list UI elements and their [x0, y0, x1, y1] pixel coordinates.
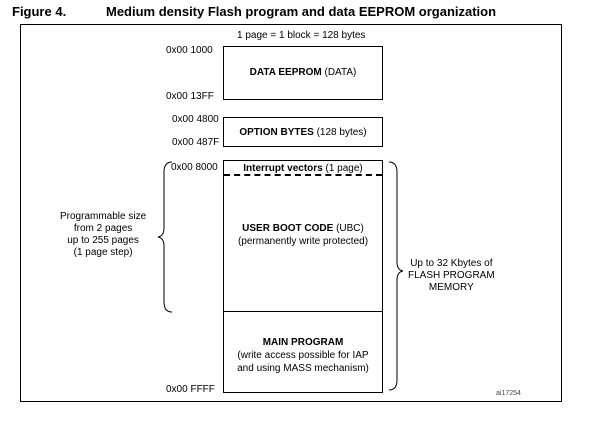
programmable-size-line1: Programmable size — [60, 211, 147, 222]
flash-memory-line1: Up to 32 Kbytes of — [410, 258, 493, 269]
programmable-size-line4: (1 page step) — [73, 247, 133, 258]
programmable-size-note: Programmable size from 2 pages up to 255… — [60, 211, 146, 259]
ubc-text: USER BOOT CODE (UBC) (permanently write … — [224, 176, 382, 248]
ubc-title: USER BOOT CODE — [242, 223, 334, 234]
flash-memory-line2: FLASH PROGRAM — [408, 270, 495, 281]
interrupt-vectors-title: Interrupt vectors — [243, 163, 323, 174]
programmable-size-line2: from 2 pages — [73, 223, 133, 234]
right-brace — [388, 161, 404, 391]
left-brace — [157, 161, 173, 313]
page-size-caption: 1 page = 1 block = 128 bytes — [237, 30, 366, 41]
main-program-title: MAIN PROGRAM — [262, 337, 344, 348]
data-eeprom-block: DATA EEPROM (DATA) — [223, 46, 383, 100]
flash-memory-line3: MEMORY — [428, 282, 474, 293]
option-bytes-title: OPTION BYTES — [239, 127, 314, 138]
data-eeprom-title: DATA EEPROM — [249, 67, 322, 78]
interrupt-vectors-subtitle: (1 page) — [325, 163, 363, 174]
diagram-frame — [20, 24, 562, 402]
option-bytes-end-address: 0x00 487F — [172, 137, 220, 148]
figure-number: Figure 4. — [12, 4, 67, 19]
figure-caption-title: Medium density Flash program and data EE… — [106, 4, 497, 19]
programmable-size-line3: up to 255 pages — [67, 235, 139, 246]
ubc-description: (permanently write protected) — [237, 236, 369, 247]
figure-id: ai17254 — [496, 390, 521, 397]
main-program-description-line2: and using MASS mechanism) — [237, 363, 369, 374]
flash-start-address: 0x00 8000 — [171, 162, 218, 173]
data-eeprom-subtitle: (DATA) — [324, 67, 357, 78]
figure-title: Figure 4. Medium density Flash program an… — [12, 4, 496, 19]
option-bytes-start-address: 0x00 4800 — [172, 114, 219, 125]
flash-memory-note: Up to 32 Kbytes of FLASH PROGRAM MEMORY — [408, 258, 495, 294]
ubc-suffix: (UBC) — [336, 223, 364, 234]
main-program-block: MAIN PROGRAM (write access possible for … — [223, 311, 383, 393]
interrupt-vectors-section: Interrupt vectors (1 page) — [224, 161, 382, 176]
eeprom-end-address: 0x00 13FF — [166, 91, 214, 102]
main-program-description-line1: (write access possible for IAP — [237, 350, 369, 361]
option-bytes-block: OPTION BYTES (128 bytes) — [223, 117, 383, 147]
eeprom-start-address: 0x00 1000 — [166, 45, 213, 56]
option-bytes-subtitle: (128 bytes) — [316, 127, 367, 138]
flash-end-address: 0x00 FFFF — [166, 384, 215, 395]
